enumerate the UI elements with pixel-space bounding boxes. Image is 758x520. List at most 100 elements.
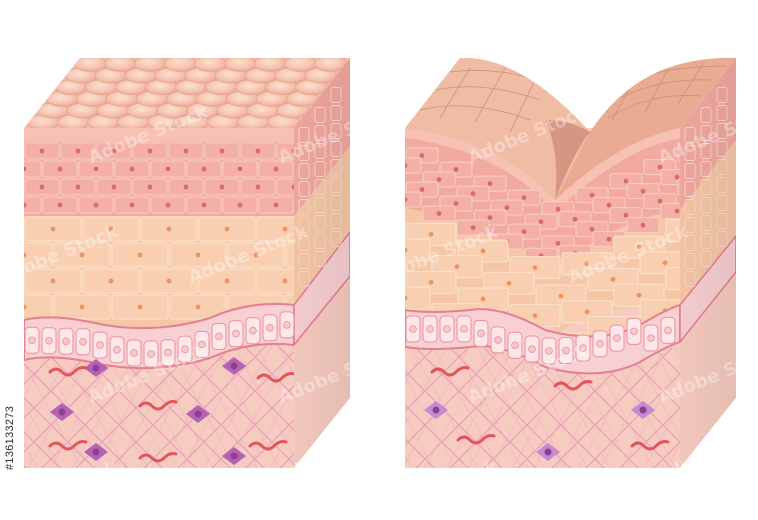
epidermal-cell <box>24 242 53 268</box>
cell-nucleus <box>165 166 171 172</box>
cell-nucleus <box>39 148 45 154</box>
cell-nucleus <box>129 166 135 172</box>
cell-nucleus <box>405 247 408 253</box>
cell-nucleus <box>50 226 56 232</box>
cell-nucleus <box>232 329 240 338</box>
cell-nucleus <box>291 148 294 154</box>
cell-nucleus <box>454 264 460 270</box>
cell-nucleus <box>443 325 451 333</box>
cell-nucleus <box>166 278 172 284</box>
basal-layer <box>24 302 294 370</box>
epidermal-cell <box>405 238 431 262</box>
cell-nucleus <box>93 166 99 172</box>
cell-nucleus <box>572 216 578 222</box>
cell-nucleus <box>108 278 114 284</box>
cell-nucleus <box>183 184 189 190</box>
epidermal-cell <box>24 196 42 214</box>
cell-nucleus <box>291 184 294 190</box>
epidermal-cell <box>285 242 294 268</box>
cell-nucleus <box>219 184 225 190</box>
epidermal-cell <box>405 191 422 208</box>
cell-nucleus <box>62 337 70 346</box>
cell-nucleus <box>75 148 81 154</box>
cell-nucleus <box>584 309 590 315</box>
cell-nucleus <box>111 148 117 154</box>
cell-nucleus <box>249 326 257 335</box>
cell-nucleus <box>57 166 63 172</box>
cell-nucleus <box>96 341 104 349</box>
cell-nucleus <box>562 346 570 355</box>
cell-nucleus <box>57 202 63 208</box>
epidermal-cell <box>665 218 680 242</box>
cell-nucleus <box>165 202 171 208</box>
cell-nucleus <box>544 448 552 456</box>
cell-nucleus <box>606 236 612 242</box>
epidermal-cell <box>276 142 294 160</box>
cell-nucleus <box>147 184 153 190</box>
cell-nucleus <box>230 452 238 460</box>
cell-nucleus <box>460 325 468 333</box>
epidermal-cell <box>405 157 422 174</box>
cell-nucleus <box>428 279 434 285</box>
cell-nucleus <box>181 345 189 354</box>
cell-nucleus <box>521 229 527 235</box>
surface-cell <box>133 58 167 72</box>
cell-nucleus <box>428 231 434 237</box>
cell-nucleus <box>255 148 261 154</box>
cell-nucleus <box>589 226 595 232</box>
surface-cell <box>283 58 317 72</box>
cell-nucleus <box>45 336 53 345</box>
cell-nucleus <box>436 177 442 182</box>
cell-nucleus <box>273 202 279 208</box>
cell-nucleus <box>623 212 629 218</box>
cell-nucleus <box>532 313 538 318</box>
cell-nucleus <box>589 192 595 198</box>
cell-nucleus <box>432 406 440 414</box>
cell-nucleus <box>470 225 476 231</box>
cell-nucleus <box>215 332 223 341</box>
cell-nucleus <box>108 226 114 232</box>
cell-nucleus <box>610 277 616 282</box>
cell-nucleus <box>636 292 642 298</box>
cell-nucleus <box>504 205 510 211</box>
cell-nucleus <box>137 304 143 310</box>
cell-nucleus <box>426 325 434 333</box>
cell-nucleus <box>405 197 408 202</box>
capillary <box>138 452 178 463</box>
cell-nucleus <box>419 187 425 192</box>
cell-nucleus <box>636 244 642 250</box>
cell-nucleus <box>662 260 668 266</box>
cell-nucleus <box>558 293 564 299</box>
cell-nucleus <box>224 278 230 284</box>
watermark-text: Adobe Stock <box>0 0 122 48</box>
capillary <box>430 366 470 377</box>
cell-nucleus <box>183 148 189 154</box>
cell-nucleus <box>528 345 536 353</box>
stock-image-id: #136133273 <box>4 405 16 470</box>
epidermal-cell <box>256 216 294 242</box>
capillary <box>48 366 88 377</box>
cell-nucleus <box>166 226 172 232</box>
cell-nucleus <box>480 248 486 254</box>
cell-nucleus <box>92 448 100 456</box>
cell-nucleus <box>58 408 66 416</box>
cell-nucleus <box>201 202 207 208</box>
cell-nucleus <box>224 226 230 232</box>
capillary <box>553 380 593 391</box>
wrinkled-surface-top <box>405 57 736 201</box>
cell-nucleus <box>453 201 459 206</box>
cell-nucleus <box>253 252 259 258</box>
cell-nucleus <box>237 166 243 172</box>
cell-nucleus <box>470 191 476 197</box>
cell-nucleus <box>28 336 36 345</box>
cell-nucleus <box>630 327 638 336</box>
cell-nucleus <box>596 340 604 348</box>
healthy-skin-block <box>24 58 350 468</box>
healthy-front-face <box>24 128 294 468</box>
wrinkled-skin-block <box>405 57 736 468</box>
cell-nucleus <box>111 184 117 190</box>
cell-nucleus <box>198 340 206 349</box>
cell-nucleus <box>657 164 663 170</box>
cell-nucleus <box>584 261 590 267</box>
cell-nucleus <box>130 349 138 357</box>
